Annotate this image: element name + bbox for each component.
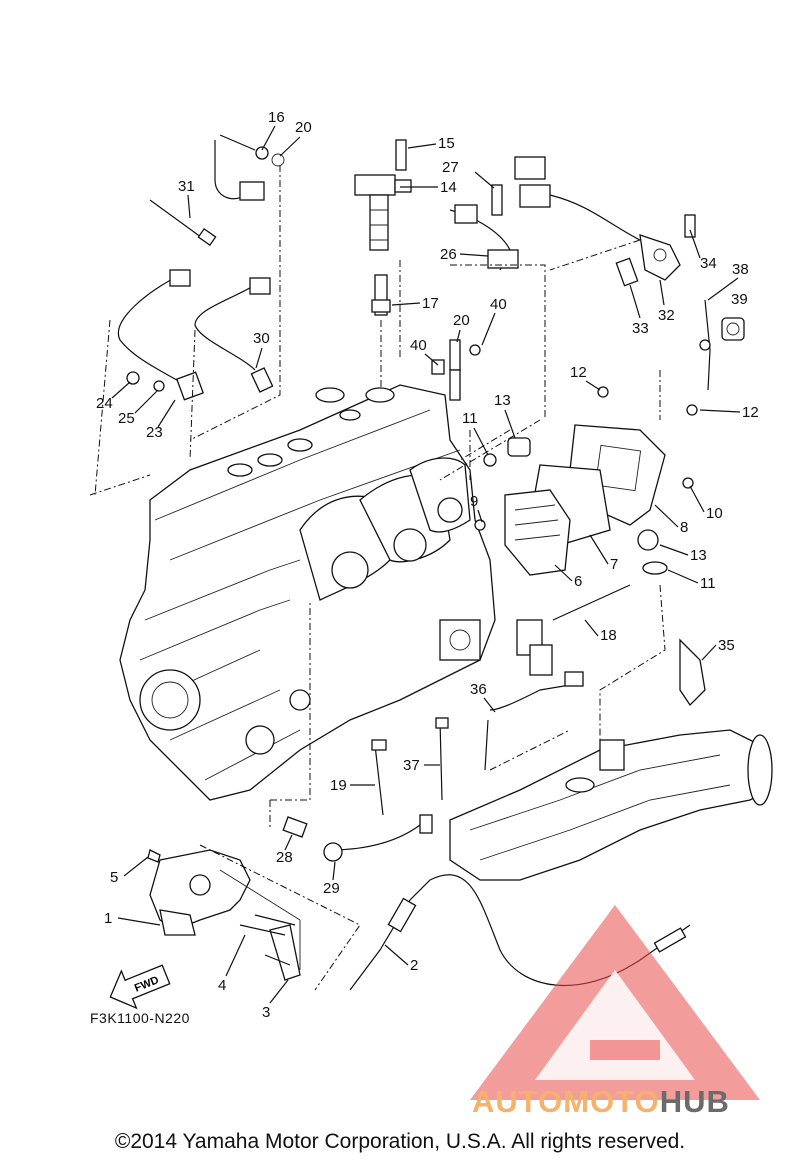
- exhaust-manifold: [449, 729, 773, 881]
- part-label-28: 29: [323, 880, 340, 897]
- part-label-6: 6: [574, 573, 582, 590]
- part-label-33: 34: [700, 255, 717, 272]
- part-label-16: 17: [422, 295, 439, 312]
- part-label-12a: 12: [570, 364, 587, 381]
- part-label-14: 14: [440, 179, 457, 196]
- fwd-arrow-badge: FWD: [109, 964, 171, 1010]
- part-label-29: 30: [253, 330, 270, 347]
- part-label-11b: 11: [700, 575, 716, 592]
- part-label-8: 8: [680, 519, 688, 536]
- part-label-13a: 13: [494, 392, 511, 409]
- part-label-22: 23: [146, 424, 163, 441]
- part-label-26: 27: [442, 159, 459, 176]
- automotohub-wordmark: AUTOMOTOHUB: [472, 1084, 730, 1120]
- part-label-23: 24: [96, 395, 113, 412]
- engine-block: [119, 384, 496, 801]
- part-label-9: 9: [470, 493, 478, 510]
- part-label-13b: 13: [690, 547, 707, 564]
- part-label-7: 7: [610, 556, 618, 573]
- automotohub-logo: [470, 905, 760, 1100]
- small-parts: [126, 339, 706, 863]
- copyright-notice: ©2014 Yamaha Motor Corporation, U.S.A. A…: [114, 1130, 686, 1153]
- part-label-19: 16: [268, 109, 285, 126]
- part-label-36: 37: [403, 757, 420, 774]
- part-label-12b: 12: [742, 404, 759, 421]
- spark-plug: [371, 274, 391, 390]
- bracket-37: [699, 299, 745, 391]
- part-label-32: 33: [632, 320, 649, 337]
- ignition-coil: [354, 139, 412, 251]
- reference-lines: [89, 165, 666, 991]
- part-label-2: 2: [410, 957, 418, 974]
- part-label-17: 19: [330, 777, 347, 794]
- part-label-18: 18: [600, 627, 617, 644]
- part-label-31: 32: [658, 307, 675, 324]
- part-labels: 16 20 31 15 14 27 26 17 34 38 39 32 33 4…: [96, 109, 759, 1021]
- ecu-module: [504, 489, 571, 676]
- part-label-4: 4: [218, 977, 226, 994]
- part-label-25: 26: [440, 246, 457, 263]
- part-label-24: 25: [118, 410, 135, 427]
- brand-part1: AUTOMOTO: [472, 1084, 660, 1119]
- part-label-15: 15: [438, 135, 455, 152]
- part-label-35: 36: [470, 681, 487, 698]
- part-label-20: 20: [453, 312, 470, 329]
- sensor-harness: [449, 156, 696, 287]
- part-label-40: 40: [410, 337, 427, 354]
- part-label-37: 38: [732, 261, 749, 278]
- part-label-1: 1: [104, 910, 112, 927]
- part-label-10: 10: [706, 505, 723, 522]
- part-label-11a: 11: [462, 410, 478, 427]
- part-label-39: 40: [490, 296, 507, 313]
- part-label-21: 20: [295, 119, 312, 136]
- part-label-34: 35: [718, 637, 735, 654]
- part-label-3: 3: [262, 1004, 270, 1021]
- diagram-code: F3K1100-N220: [90, 1010, 190, 1026]
- part-label-5: 5: [110, 869, 118, 886]
- part-label-30: 31: [178, 178, 195, 195]
- part-label-27: 28: [276, 849, 293, 866]
- throttle-body: [149, 849, 301, 981]
- brand-part2: HUB: [659, 1084, 730, 1119]
- sensors-left: [117, 134, 285, 401]
- part-label-38: 39: [731, 291, 748, 308]
